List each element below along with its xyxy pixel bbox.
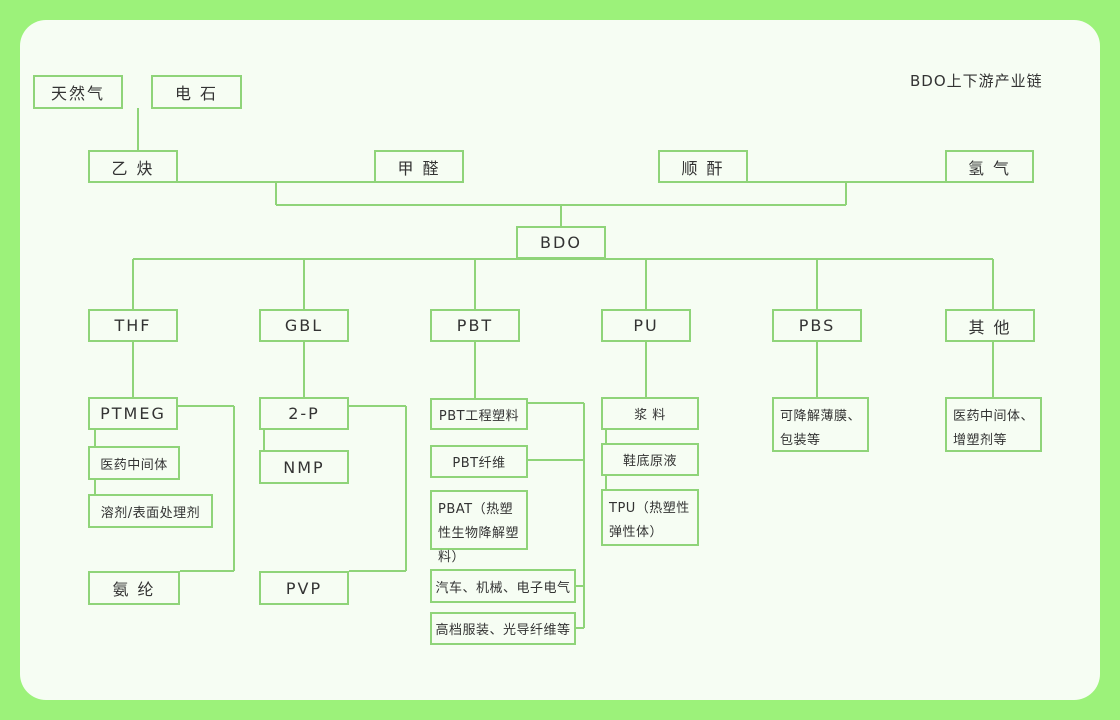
node-bdo: BDO xyxy=(516,226,606,259)
node-ptmeg-pharma: 医药中间体 xyxy=(88,446,180,480)
node-pvp: PVP xyxy=(259,571,349,605)
node-pbs: PBS xyxy=(772,309,862,342)
node-natural-gas: 天然气 xyxy=(33,75,123,109)
node-ptmeg-solvent: 溶剂/表面处理剂 xyxy=(88,494,213,528)
node-pbt: PBT xyxy=(430,309,520,342)
node-tpu: TPU（热塑性弹性体） xyxy=(601,489,699,546)
node-pbat: PBAT（热塑性生物降解塑料） xyxy=(430,490,528,565)
node-other: 其 他 xyxy=(945,309,1035,342)
node-gbl: GBL xyxy=(259,309,349,342)
node-acetylene: 乙 炔 xyxy=(88,150,178,183)
node-nmp: NMP xyxy=(259,450,349,484)
diagram-title: BDO上下游产业链 xyxy=(910,72,1043,90)
node-slurry: 浆 料 xyxy=(601,397,699,430)
node-hydrogen: 氢 气 xyxy=(945,150,1034,183)
node-ptmeg: PTMEG xyxy=(88,397,178,430)
node-apparel-fiber: 高档服装、光导纤维等 xyxy=(430,612,576,645)
node-calcium-carbide: 电 石 xyxy=(151,75,242,109)
node-maleic-anhydride: 顺 酐 xyxy=(658,150,748,183)
node-pbt-plastic: PBT工程塑料 xyxy=(430,398,528,430)
node-other-uses: 医药中间体、增塑剂等 xyxy=(945,397,1042,452)
node-shoe-sole: 鞋底原液 xyxy=(601,443,699,476)
node-biodegradable-film: 可降解薄膜、包装等 xyxy=(772,397,869,452)
node-auto-electronics: 汽车、机械、电子电气 xyxy=(430,569,576,603)
node-spandex: 氨 纶 xyxy=(88,571,180,605)
node-2p: 2-P xyxy=(259,397,349,430)
node-pbt-fiber: PBT纤维 xyxy=(430,445,528,478)
node-pu: PU xyxy=(601,309,691,342)
node-thf: THF xyxy=(88,309,178,342)
node-formaldehyde: 甲 醛 xyxy=(374,150,464,183)
